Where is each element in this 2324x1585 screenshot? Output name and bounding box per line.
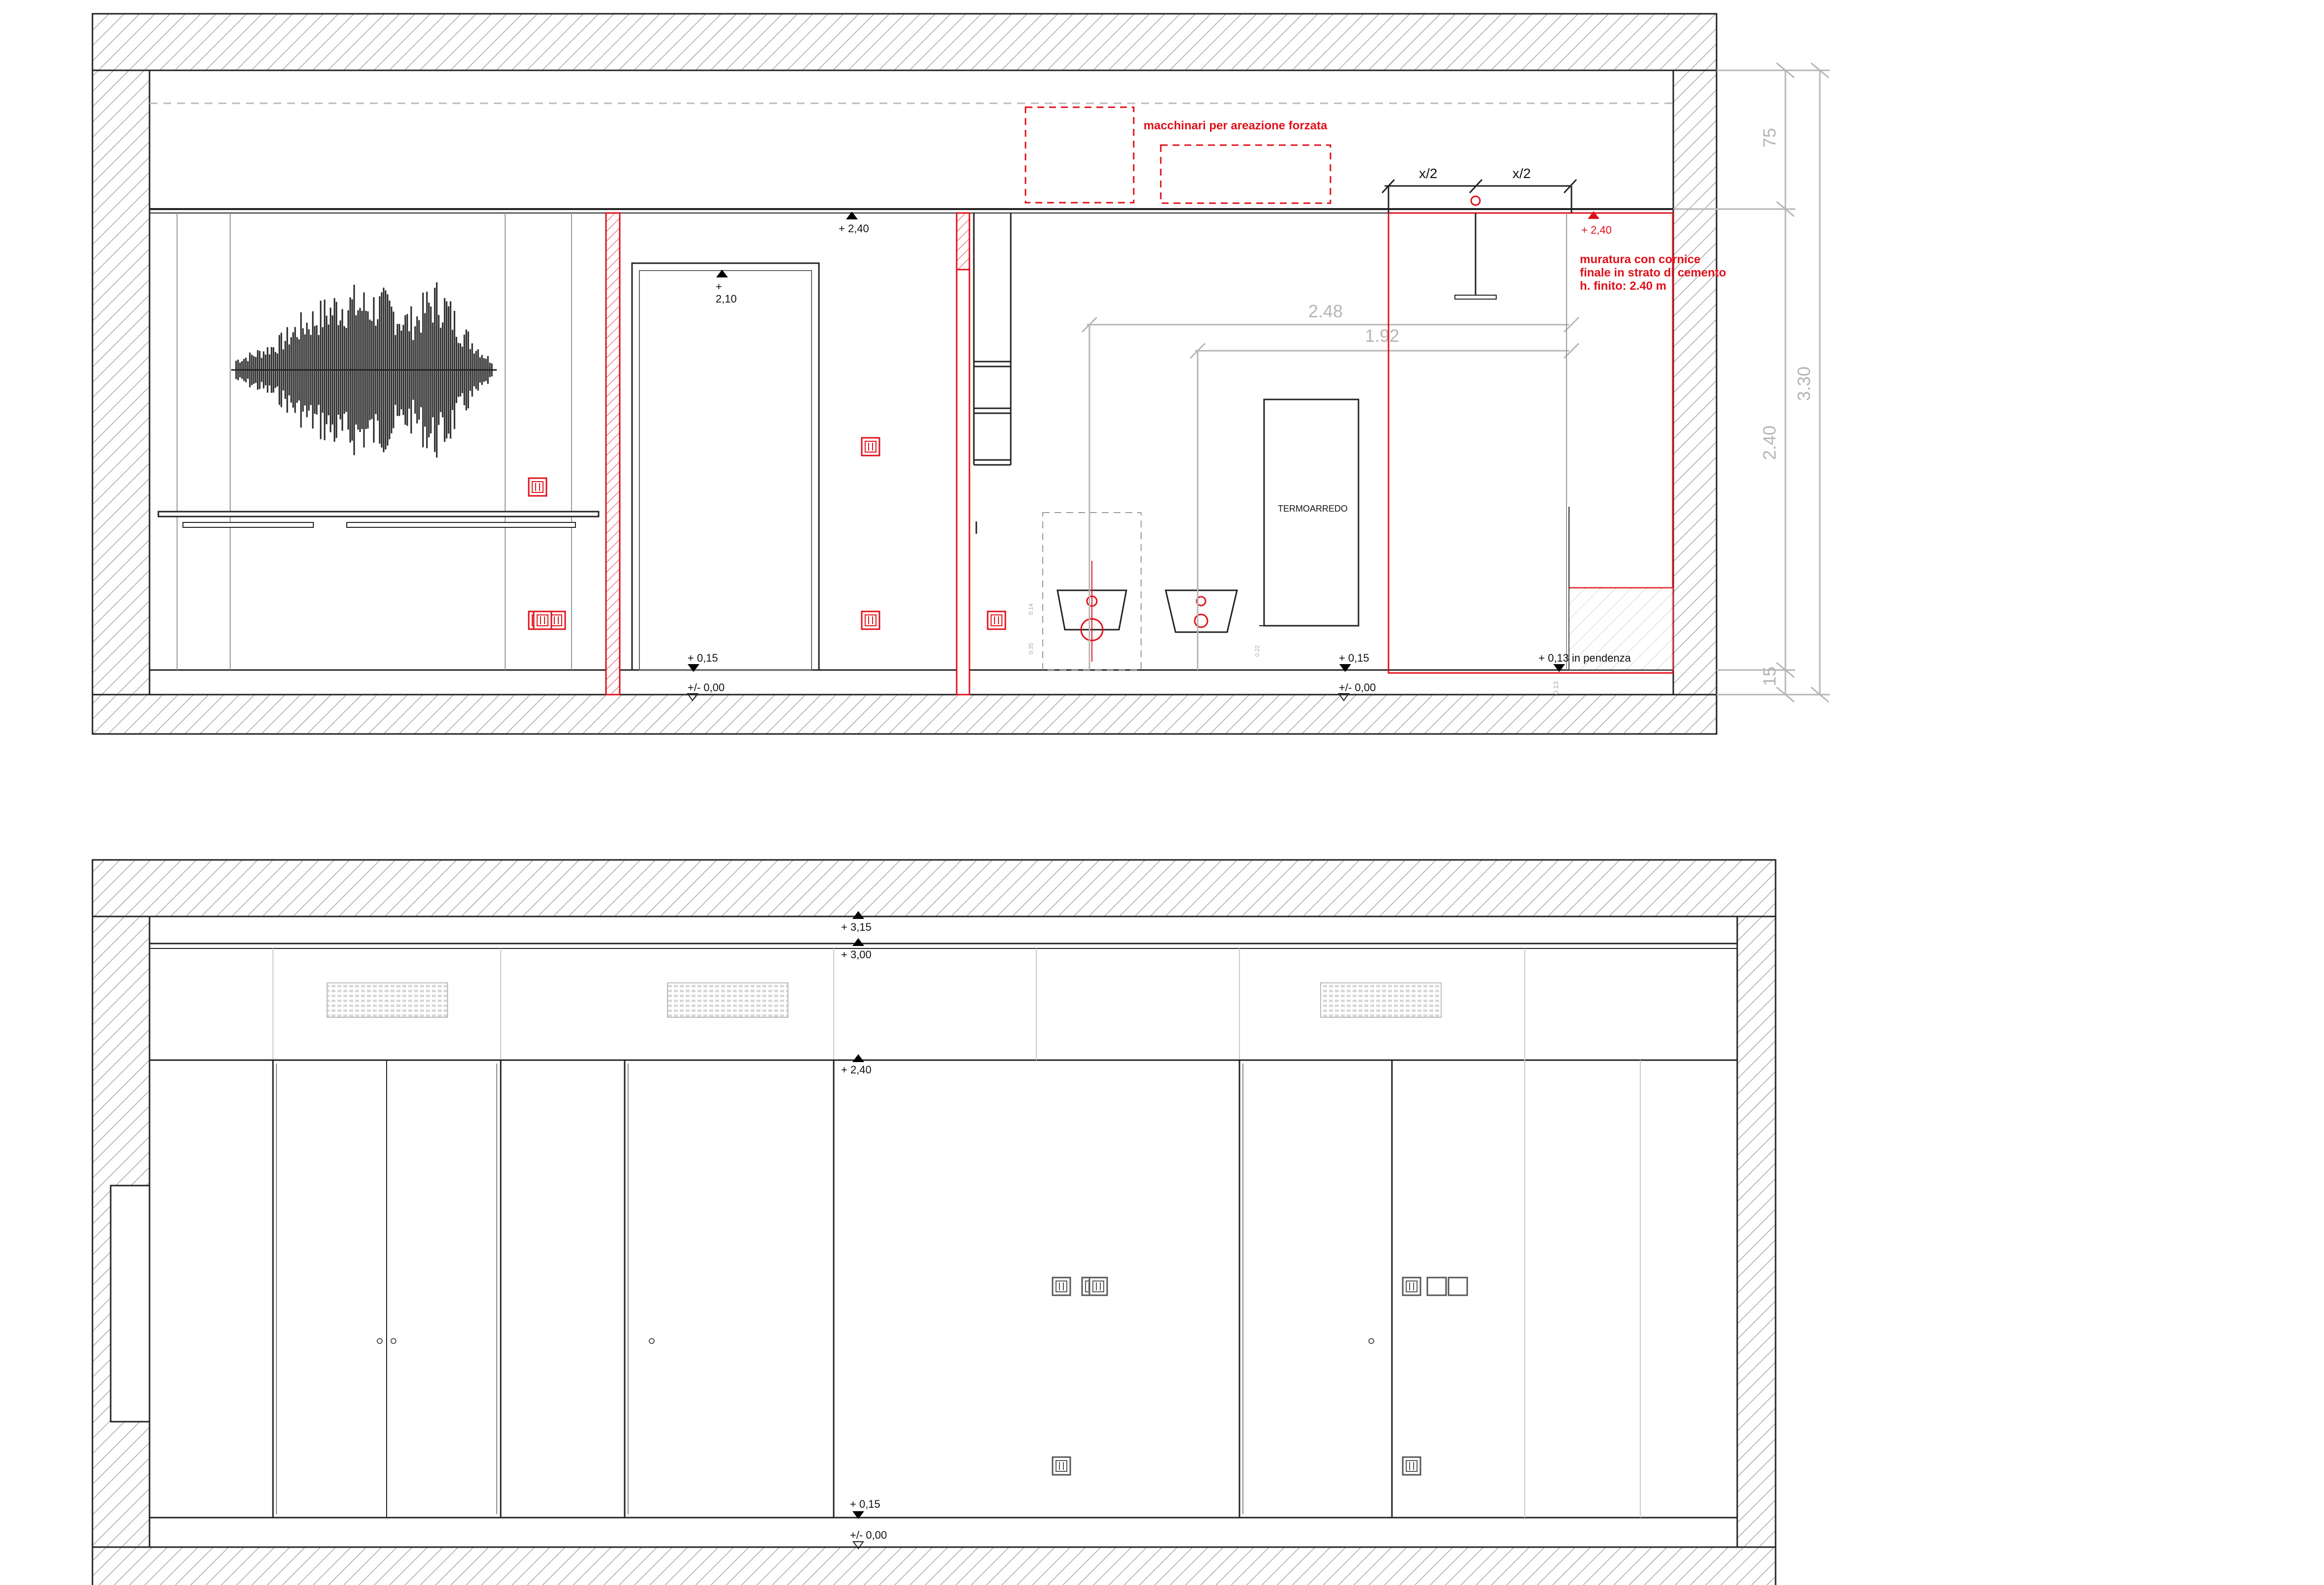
socket-icon (533, 610, 552, 630)
level-015: + 0,15 (850, 1498, 880, 1510)
door-2 (624, 1059, 835, 1519)
dim-x2-left: x/2 (1419, 166, 1437, 181)
socket-icon (1052, 1277, 1071, 1296)
section-top: macchinari per areazione forzata + 2,10 (91, 13, 1830, 735)
switch-icon (1448, 1277, 1468, 1296)
top-slab-floor (91, 694, 1718, 735)
radiator-label: TERMOARREDO (1278, 504, 1348, 514)
tall-cabinet (973, 213, 1012, 534)
top-slab-ceiling (91, 13, 1718, 71)
toilet-dim-035: 0.35 (1027, 642, 1034, 654)
soundwave-artwork (231, 282, 497, 458)
socket-icon (861, 437, 880, 457)
level-floor-000-left: +/- 0,00 (688, 681, 724, 694)
window-niche (110, 1185, 151, 1423)
dim-vert-330: 3.30 (1794, 366, 1814, 401)
partition-red-2 (956, 212, 970, 696)
socket-icon (987, 610, 1006, 630)
level-floor-000-right: +/- 0,00 (1339, 681, 1376, 694)
note-masonry-3: h. finito: 2.40 m (1580, 279, 1666, 293)
dim-248-label: 2.48 (1308, 301, 1343, 321)
dim-vert-240: 2.40 (1759, 426, 1780, 460)
bottom-slab-floor (91, 1546, 1777, 1585)
level-000: +/- 0,00 (850, 1529, 887, 1541)
dim-x2 (1381, 179, 1577, 213)
level-shower-red: + 2,40 (1581, 224, 1612, 236)
bidet-dim-022: 0.22 (1254, 645, 1261, 657)
section-bottom: + 3,15 + 3,00 + 2,40 + 0,15 +/- 0,00 (91, 859, 1777, 1585)
level-300: + 3,00 (841, 948, 872, 961)
dim-vertical-right (1673, 62, 1830, 703)
socket-icon (1402, 1277, 1421, 1296)
socket-icon (861, 610, 880, 630)
dim-192-label: 1.92 (1365, 326, 1399, 346)
desk-top (157, 511, 600, 518)
level-door-b: 2,10 (716, 293, 737, 305)
shower-drain-dim: 0.13 (1552, 681, 1560, 695)
socket-icon (528, 477, 547, 497)
switch-icon (1426, 1277, 1447, 1296)
dim-vert-75: 75 (1759, 128, 1780, 148)
level-floor-015-right: + 0,15 (1339, 652, 1369, 664)
level-ceiling-240: + 2,40 (839, 222, 869, 235)
air-grille-3 (1320, 982, 1442, 1018)
level-shower-013: + 0,13 in pendenza (1539, 652, 1631, 664)
bottom-wall-right (1736, 915, 1777, 1548)
toilet-dim-014: 0.14 (1027, 603, 1034, 615)
socket-icon (1088, 1277, 1108, 1296)
ventilation-unit-2 (1160, 144, 1331, 204)
desk-drawer-1 (182, 522, 314, 528)
top-wall-left (91, 69, 151, 696)
wall-panels-left (177, 213, 572, 670)
top-wall-right (1672, 69, 1718, 696)
socket-icon (1052, 1456, 1071, 1476)
note-ventilation: macchinari per areazione forzata (1144, 119, 1328, 132)
level-315: + 3,15 (841, 921, 872, 933)
shower-enclosure (1388, 212, 1674, 674)
radiator-termoarredo (1263, 398, 1359, 627)
bidet (1165, 589, 1238, 633)
air-grille-1 (327, 982, 448, 1018)
level-240: + 2,40 (841, 1064, 872, 1076)
dim-vert-15: 15 (1759, 667, 1780, 686)
air-grille-2 (667, 982, 788, 1018)
toilet-cistern (1042, 512, 1142, 671)
bottom-slab-ceiling (91, 859, 1777, 917)
note-masonry-1: muratura con cornice (1580, 253, 1700, 266)
level-door-a: + (716, 280, 722, 293)
partition-red-1 (605, 212, 621, 696)
note-masonry-2: finale in strato di cemento (1580, 266, 1726, 279)
desk-drawer-2 (346, 522, 576, 528)
dim-x2-right: x/2 (1512, 166, 1531, 181)
level-floor-015-left: + 0,15 (688, 652, 718, 664)
socket-icon (1402, 1456, 1421, 1476)
ventilation-unit-1 (1025, 106, 1135, 204)
door-leaf (639, 270, 812, 671)
door-3 (1238, 1059, 1393, 1519)
